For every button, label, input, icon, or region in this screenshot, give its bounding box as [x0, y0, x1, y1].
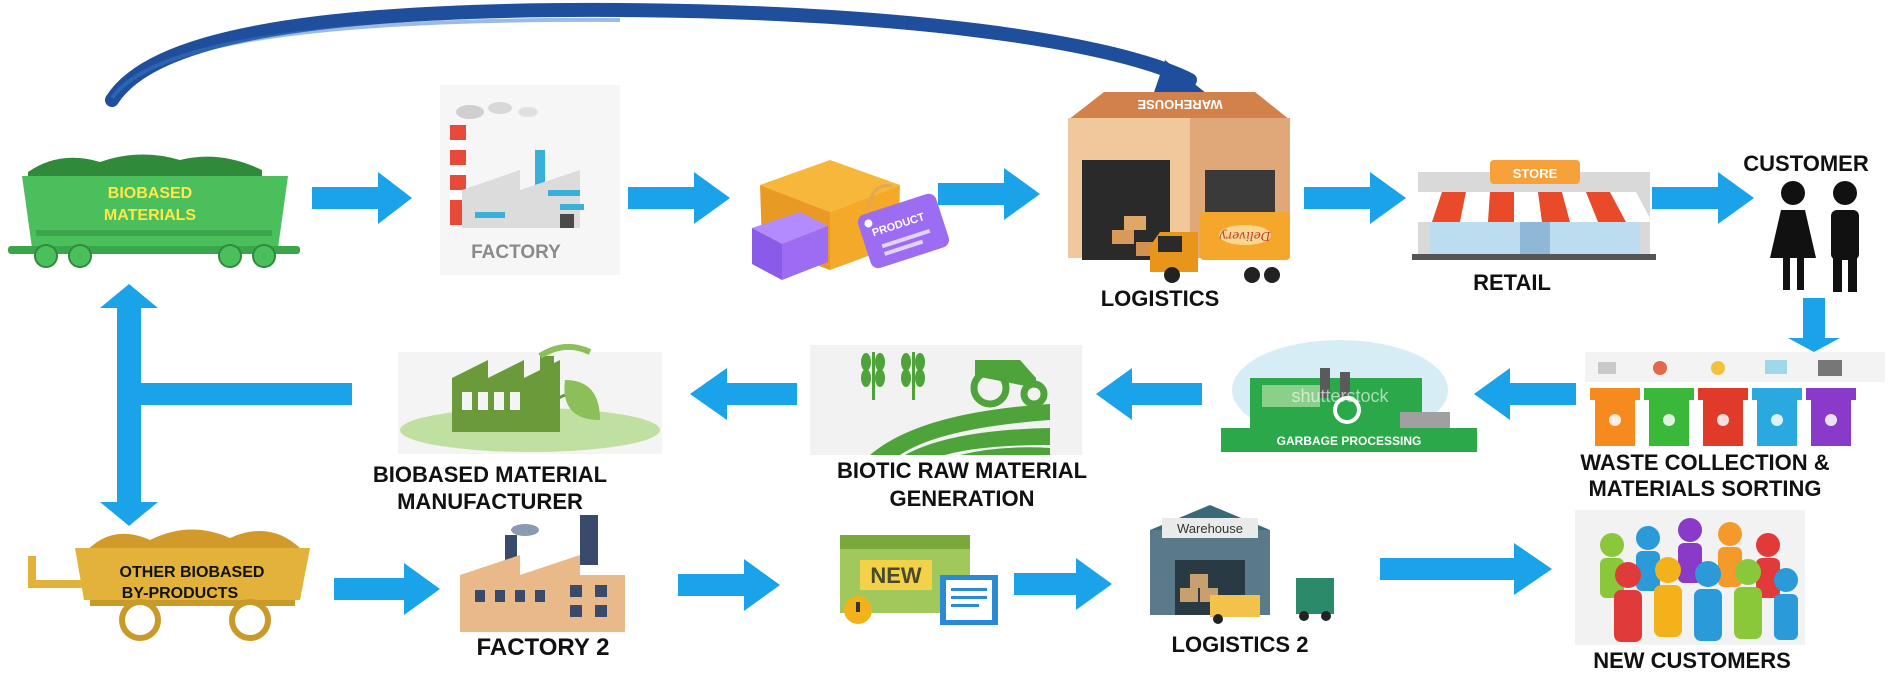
logistics-2-label: LOGISTICS 2: [1172, 632, 1309, 657]
arrow-trunk-vertical: [100, 284, 158, 526]
wagon-label-line1: BIOBASED: [108, 185, 192, 202]
store-sign-text: STORE: [1513, 166, 1558, 181]
product-package-icon: [752, 160, 950, 280]
delivery-truck-text: Delivery: [1219, 229, 1271, 243]
arrow-retail-to-customer: [1652, 172, 1754, 224]
customer-couple-icon: [1770, 181, 1859, 292]
factory-2-label: FACTORY 2: [477, 634, 610, 661]
biotic-label-line2: GENERATION: [889, 486, 1034, 511]
factory-2-icon: [460, 515, 625, 632]
arrow-biotic-to-manufacturer: [690, 368, 797, 420]
arrow-customer-to-waste: [1788, 298, 1840, 352]
biobased-materials-wagon: [8, 154, 300, 268]
farm-tractor-icon: [810, 345, 1082, 455]
flow-arrows: [100, 168, 1840, 615]
retail-label: RETAIL: [1473, 270, 1551, 295]
waste-label-line1: WASTE COLLECTION &: [1580, 450, 1829, 475]
arrow-wagon-to-factory: [312, 172, 412, 224]
arrow-newbox-to-logistics2: [1014, 558, 1112, 610]
green-factory-icon: [398, 343, 662, 454]
arrow-garbage-to-biotic: [1096, 368, 1202, 420]
warehouse-2-sign-text: Warehouse: [1177, 521, 1243, 536]
customer-label: CUSTOMER: [1743, 151, 1869, 176]
arrow-factory-to-product: [628, 172, 730, 224]
byproducts-cart-icon: [28, 529, 310, 641]
recycling-bins-icon: [1585, 352, 1885, 446]
arrow-factory2-to-newbox: [678, 559, 780, 611]
arrow-logistics-to-retail: [1304, 172, 1406, 224]
factory-label: FACTORY: [471, 242, 561, 263]
arrow-logistics2-to-newcustomers: [1380, 543, 1552, 595]
arrow-manufacturer-to-trunk: [128, 383, 352, 405]
new-product-box-icon: [840, 535, 998, 625]
logistics-label: LOGISTICS: [1101, 286, 1220, 311]
manufacturer-label-line2: MANUFACTURER: [397, 489, 583, 514]
arrow-cart-to-factory2: [334, 563, 440, 615]
arrow-product-to-logistics: [938, 168, 1040, 220]
cart-label-line1: OTHER BIOBASED: [120, 564, 265, 581]
warehouse-sign-text: WAREHOUSE: [1137, 97, 1223, 112]
factory-icon: [440, 85, 620, 275]
new-customers-label: NEW CUSTOMERS: [1593, 648, 1791, 673]
arrow-waste-to-garbage: [1474, 368, 1576, 420]
store-icon: [1410, 160, 1656, 260]
shutterstock-watermark: shutterstock: [1291, 386, 1389, 406]
biotic-label-line1: BIOTIC RAW MATERIAL: [837, 458, 1087, 483]
new-customers-crowd-icon: [1575, 510, 1805, 645]
warehouse-icon: [1068, 92, 1290, 283]
waste-label-line2: MATERIALS SORTING: [1588, 476, 1821, 501]
warehouse-2-icon: [1150, 505, 1334, 624]
curved-return-arrow: [105, 2, 1212, 107]
cart-label-line2: BY-PRODUCTS: [122, 585, 239, 602]
garbage-banner-text: GARBAGE PROCESSING: [1277, 434, 1422, 448]
wagon-label-line2: MATERIALS: [104, 207, 196, 224]
garbage-processing-icon: [1221, 340, 1477, 452]
new-box-text: NEW: [870, 563, 922, 588]
manufacturer-label-line1: BIOBASED MATERIAL: [373, 462, 607, 487]
